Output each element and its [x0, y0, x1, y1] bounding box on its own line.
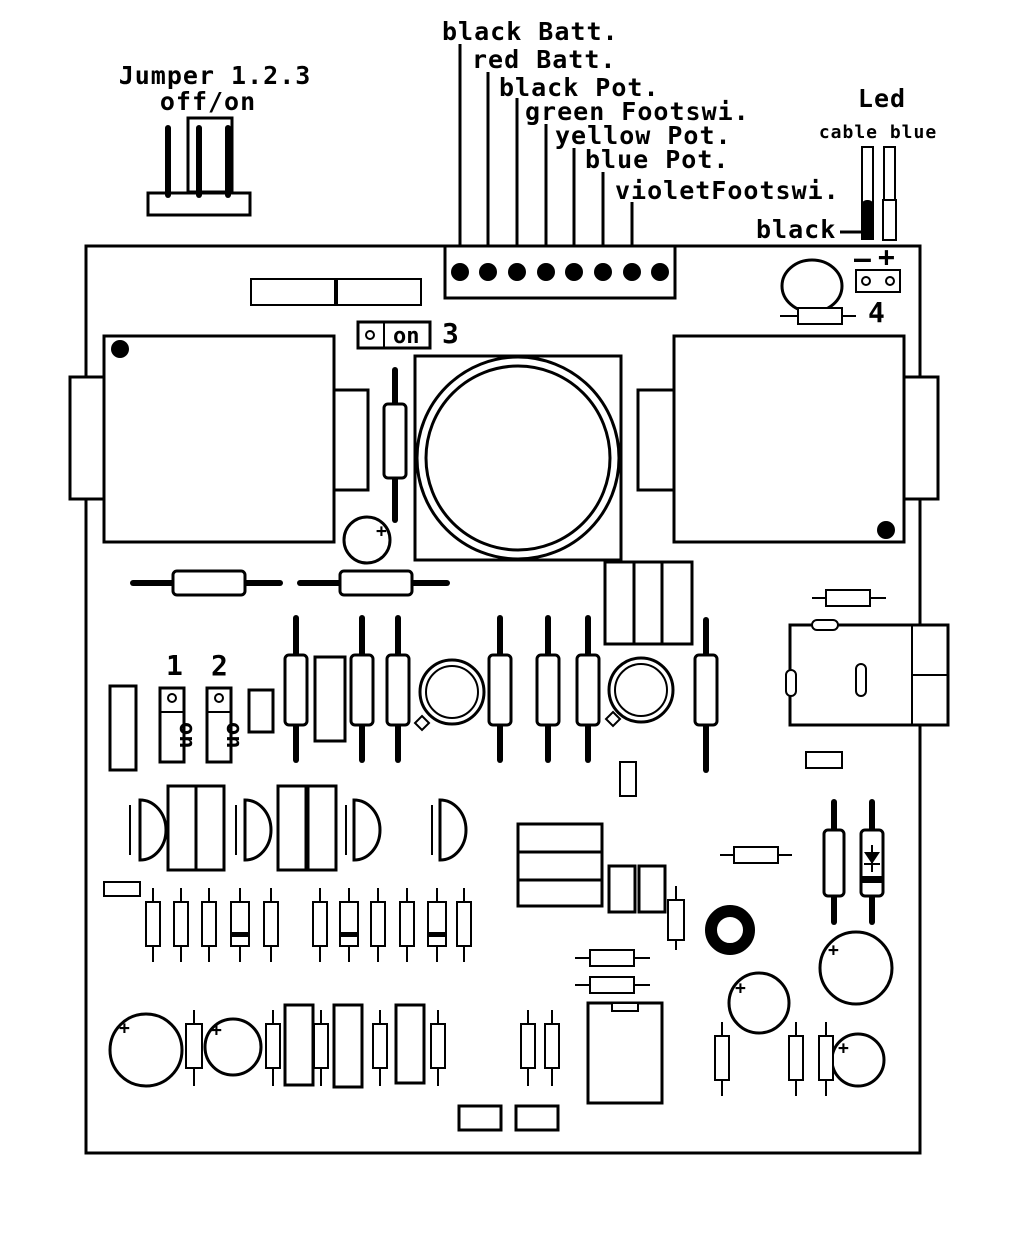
right-jack: [636, 334, 940, 544]
pad-violet-footswi: [623, 263, 641, 281]
transistor-row: [129, 784, 468, 872]
jumper-2-label: on: [221, 722, 246, 749]
jumper-header: Jumper 1.2.3 off/on: [119, 61, 312, 217]
pad-blue-pot: [594, 263, 612, 281]
led-jumper-number: 4: [868, 296, 885, 329]
pad-spare: [651, 263, 669, 281]
bottom-row: + +: [108, 1003, 560, 1132]
led-black-label: black: [756, 215, 836, 244]
polarity-mark-c5: +: [119, 1018, 131, 1039]
center-component: [413, 354, 623, 562]
polarity-mark-c3: +: [735, 978, 747, 999]
wire-label-green-footswi: green Footswi.: [525, 97, 750, 126]
pad-green-footswi: [537, 263, 555, 281]
polarity-mark-c2: +: [828, 940, 840, 961]
wire-connector: [443, 244, 677, 300]
resistor-row-mid: [283, 615, 719, 773]
wire-label-black-pot: black Pot.: [499, 73, 660, 102]
pad-black-pot: [508, 263, 526, 281]
jumper-3-label: on: [393, 324, 420, 349]
led-connection: Led cable blue black – + 4: [756, 84, 937, 329]
polarity-mark-c6: +: [211, 1020, 223, 1041]
jumper-3: on 3: [356, 317, 459, 350]
led-plus-mark: +: [878, 240, 895, 273]
jumper-1-label: on: [174, 722, 199, 749]
wire-labels: black Batt. red Batt. black Pot. green F…: [442, 17, 840, 205]
jumper-1-number: 1: [166, 649, 183, 682]
wire-label-violet-footswi: violetFootswi.: [615, 176, 840, 205]
jumper-state: off/on: [160, 87, 256, 116]
wire-label-blue-pot: blue Pot.: [585, 145, 729, 174]
jumper-1-2: 1 2 on on: [108, 649, 275, 772]
wire-label-yellow-pot: yellow Pot.: [555, 121, 732, 150]
led-title: Led: [858, 84, 906, 113]
polarity-mark-c1: +: [376, 521, 388, 542]
ic-chip: [586, 1001, 664, 1105]
pad-black-batt: [451, 263, 469, 281]
small-resistor-bank: [145, 888, 472, 962]
left-jack: [68, 334, 370, 544]
polarity-mark-c4: +: [838, 1038, 850, 1059]
jumper-title: Jumper 1.2.3: [119, 61, 312, 90]
led-minus-mark: –: [854, 242, 871, 275]
pad-yellow-pot: [565, 263, 583, 281]
led-cable-label: cable blue: [819, 122, 937, 143]
jumper-3-number: 3: [442, 317, 459, 350]
wire-label-black-batt: black Batt.: [442, 17, 619, 46]
wire-label-red-batt: red Batt.: [472, 45, 616, 74]
pad-red-batt: [479, 263, 497, 281]
jumper-2-number: 2: [211, 649, 228, 682]
